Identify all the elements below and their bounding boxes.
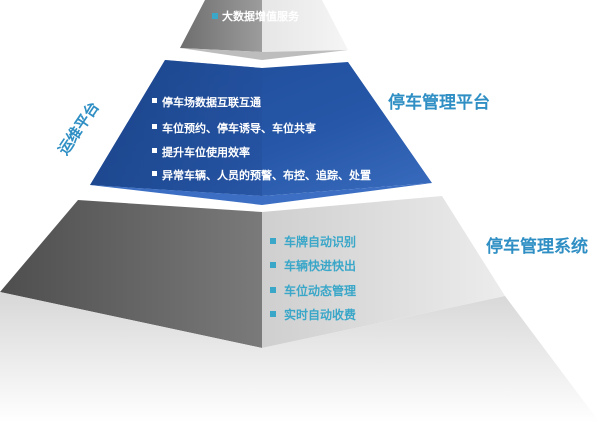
bottom-tier-text: 车牌自动识别 车辆快进快出 车位动态管理 实时自动收费: [270, 234, 356, 322]
top-tier-text: 大数据增值服务: [212, 9, 300, 23]
bottom-tier-left-face: [0, 200, 262, 348]
mid-item-1: 车位预约、停车诱导、车位共享: [162, 121, 316, 135]
bot-item-0: 车牌自动识别: [284, 234, 356, 249]
bot-bullet-2: [270, 287, 276, 293]
mid-item-0: 停车场数据互联互通: [162, 95, 261, 109]
top-bullet-0: [212, 13, 218, 19]
bot-item-1: 车辆快进快出: [284, 258, 356, 273]
mid-bullet-1: [152, 124, 157, 129]
bot-bullet-3: [270, 311, 276, 317]
bot-item-3: 实时自动收费: [284, 307, 356, 322]
bottom-tier-right-face: [262, 196, 505, 348]
pyramid-base: [0, 292, 600, 423]
bot-item-2: 车位动态管理: [284, 283, 356, 298]
top-tier-bottom-face: [180, 48, 348, 60]
mid-item-3: 异常车辆、人员的预警、布控、追踪、处置: [162, 168, 371, 182]
bot-bullet-1: [270, 262, 276, 268]
top-item-0: 大数据增值服务: [222, 9, 300, 23]
top-tier-right-face: [262, 0, 348, 52]
middle-tier-bottom-face: [90, 183, 432, 205]
middle-tier-title: 停车管理平台: [388, 92, 490, 113]
top-tier-left-face: [180, 0, 262, 52]
middle-tier: [90, 60, 432, 205]
mid-bullet-3: [152, 171, 157, 176]
mid-bullet-0: [152, 98, 157, 103]
bottom-tier-title: 停车管理系统: [486, 236, 588, 257]
bottom-tier: [0, 196, 600, 423]
mid-bullet-2: [152, 148, 157, 153]
mid-item-2: 提升车位使用效率: [162, 145, 250, 159]
middle-tier-shadow: [90, 60, 262, 196]
bot-bullet-0: [270, 238, 276, 244]
top-tier: [180, 0, 348, 60]
side-divider-line: [13, 42, 174, 264]
middle-tier-text: 停车场数据互联互通 车位预约、停车诱导、车位共享 提升车位使用效率 异常车辆、人…: [152, 95, 371, 182]
